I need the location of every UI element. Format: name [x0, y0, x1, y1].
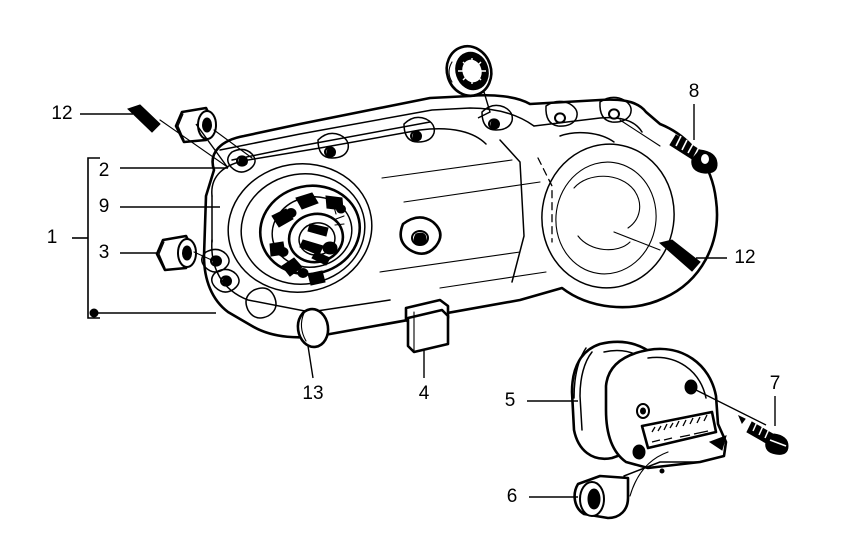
- bushing-upper: [174, 106, 217, 144]
- dowel-pin-right: [658, 239, 701, 272]
- flange-bolt: [669, 134, 718, 174]
- callout-5: 5: [505, 390, 516, 411]
- dowel-pin-upper-left: [127, 104, 161, 133]
- tapping-screw: [738, 414, 789, 455]
- callout-1: 1: [47, 227, 58, 248]
- warning-label: [640, 410, 718, 450]
- rubber-cap-plug: [296, 307, 330, 349]
- top-bolt-bosses: [317, 96, 632, 159]
- air-duct-cowl-assembly: [570, 340, 767, 520]
- callout-6: 6: [507, 486, 518, 507]
- leader-lines: [80, 104, 776, 498]
- callout-9: 9: [99, 196, 110, 217]
- kick-gear-wheel: [445, 44, 493, 119]
- rubber-mount-block: [404, 298, 450, 354]
- callout-7: 7: [770, 373, 781, 394]
- callout-numbers: 12 2 9 1 3 13 4 8 12 5 7 6: [47, 81, 781, 507]
- bushing-lower: [155, 234, 197, 272]
- callout-12-upper: 12: [51, 103, 72, 124]
- callout-2: 2: [99, 160, 110, 181]
- center-boss: [399, 216, 442, 255]
- kickstart-pulley-detail: [258, 184, 362, 286]
- callout-12-right: 12: [734, 247, 755, 268]
- clutch-housing-recess: [227, 163, 373, 293]
- belt-case-bulge: [541, 143, 675, 289]
- cover-gasket-face: [211, 128, 487, 197]
- leader-2-hook: [195, 123, 229, 169]
- left-bolt-bosses: [201, 148, 256, 293]
- callout-3: 3: [99, 242, 110, 263]
- callout-4: 4: [419, 383, 430, 404]
- callout-13: 13: [302, 383, 323, 404]
- assembly-bracket: [72, 157, 216, 319]
- leader-13: [307, 345, 314, 379]
- left-crankcase-cover: [201, 93, 719, 339]
- lower-tab: [245, 287, 277, 319]
- callout-8: 8: [689, 81, 700, 102]
